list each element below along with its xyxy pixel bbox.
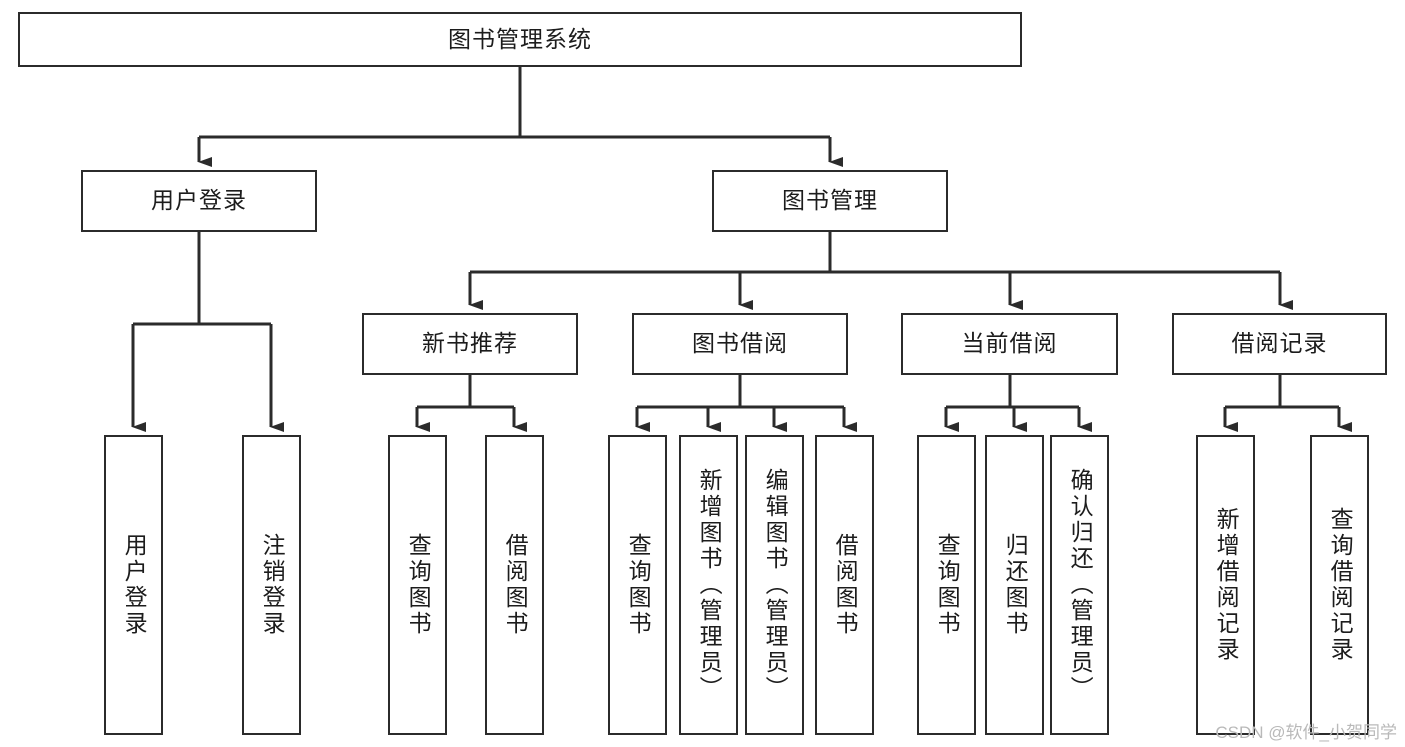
node-borrow-record[interactable]: 借阅记录 (1172, 313, 1387, 375)
node-book-borrow[interactable]: 图书借阅 (632, 313, 848, 375)
node-label: 查询图书 (934, 533, 961, 637)
node-book-manage[interactable]: 图书管理 (712, 170, 948, 232)
node-leaf-add-record[interactable]: 新增借阅记录 (1196, 435, 1255, 735)
node-label: 查询图书 (625, 533, 652, 637)
node-leaf-query-record[interactable]: 查询借阅记录 (1310, 435, 1369, 735)
node-leaf-user-login[interactable]: 用户登录 (104, 435, 163, 735)
node-label: 图书管理 (782, 187, 878, 214)
node-label: 图书管理系统 (448, 25, 592, 52)
node-label: 图书借阅 (692, 330, 788, 357)
node-leaf-query-book-3[interactable]: 查询图书 (917, 435, 976, 735)
node-label: 查询借阅记录 (1327, 507, 1354, 663)
node-leaf-confirm-return[interactable]: 确认归还（管理员） (1050, 435, 1109, 735)
node-leaf-add-book[interactable]: 新增图书（管理员） (679, 435, 738, 735)
node-user-login[interactable]: 用户登录 (81, 170, 317, 232)
node-leaf-edit-book[interactable]: 编辑图书（管理员） (745, 435, 804, 735)
node-leaf-return-book[interactable]: 归还图书 (985, 435, 1044, 735)
node-label: 用户登录 (121, 533, 148, 637)
node-label: 归还图书 (1002, 533, 1029, 637)
node-label: 借阅图书 (832, 533, 859, 637)
node-label: 借阅记录 (1231, 330, 1328, 357)
node-label: 新增图书（管理员） (696, 468, 723, 702)
node-label: 确认归还（管理员） (1067, 468, 1094, 702)
node-label: 当前借阅 (961, 330, 1058, 357)
node-leaf-query-book-2[interactable]: 查询图书 (608, 435, 667, 735)
node-label: 用户登录 (151, 187, 247, 214)
node-current-borrow[interactable]: 当前借阅 (901, 313, 1118, 375)
node-label: 新增借阅记录 (1213, 507, 1240, 663)
node-new-book-recommend[interactable]: 新书推荐 (362, 313, 578, 375)
node-label: 借阅图书 (502, 533, 529, 637)
node-label: 新书推荐 (422, 330, 518, 357)
node-leaf-borrow-book-1[interactable]: 借阅图书 (485, 435, 544, 735)
node-leaf-query-book-1[interactable]: 查询图书 (388, 435, 447, 735)
node-leaf-borrow-book-2[interactable]: 借阅图书 (815, 435, 874, 735)
node-label: 编辑图书（管理员） (762, 468, 789, 702)
node-label: 查询图书 (405, 533, 432, 637)
node-root-system[interactable]: 图书管理系统 (18, 12, 1022, 67)
watermark-text: CSDN @软件_小贺同学 (1215, 723, 1397, 742)
node-leaf-logout-login[interactable]: 注销登录 (242, 435, 301, 735)
node-label: 注销登录 (259, 533, 286, 637)
